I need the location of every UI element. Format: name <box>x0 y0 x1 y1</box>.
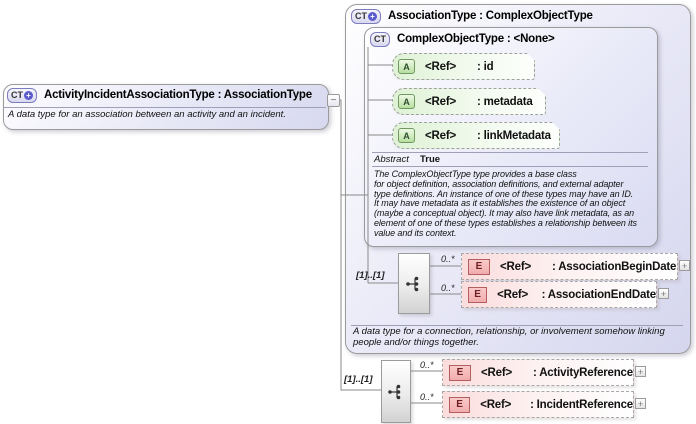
complex-object-type-title: ComplexObjectType : <None> <box>397 33 555 45</box>
complex-object-type-description: The ComplexObjectType type provides a ba… <box>374 169 637 238</box>
attribute-name: : metadata <box>477 95 533 108</box>
expand-button[interactable]: + <box>658 288 669 299</box>
association-type-title: AssociationType : ComplexObjectType <box>388 10 593 22</box>
element-association-begin-date[interactable]: E <Ref> : AssociationBeginDate <box>461 253 678 280</box>
association-type-divider <box>351 325 683 326</box>
attribute-name: : id <box>477 60 494 73</box>
occurs-label: 0..* <box>441 254 455 264</box>
element-activity-reference[interactable]: E <Ref> : ActivityReference <box>442 359 634 386</box>
element-ref-label: <Ref> <box>497 288 529 301</box>
element-association-end-date[interactable]: E <Ref> : AssociationEndDate <box>461 281 657 308</box>
sequence-icon <box>388 384 401 399</box>
attribute-icon: A <box>398 94 415 109</box>
element-ref-label: <Ref> <box>500 260 531 273</box>
left-box-divider <box>4 107 326 108</box>
attribute-id[interactable]: A <Ref> : id <box>392 53 535 80</box>
abstract-value: True <box>420 154 441 165</box>
sequence-icon <box>406 276 419 291</box>
complex-type-icon: CT <box>370 31 390 47</box>
element-name: : IncidentReference <box>530 398 633 411</box>
collapse-toggle[interactable]: − <box>327 94 340 107</box>
attribute-name: : linkMetadata <box>477 129 551 142</box>
element-name: : AssociationBeginDate <box>552 260 677 273</box>
attribute-ref-label: <Ref> <box>425 95 456 108</box>
abstract-label: Abstract <box>374 154 409 165</box>
element-icon: E <box>468 258 490 275</box>
derived-plus-icon: + <box>24 90 33 100</box>
complex-type-icon: CT+ <box>7 87 37 103</box>
left-box-description: A data type for an association between a… <box>8 109 286 120</box>
badge-text: CT <box>11 90 23 100</box>
complex-type-icon: CT+ <box>351 8 381 24</box>
attribute-link-metadata[interactable]: A <Ref> : linkMetadata <box>392 122 560 149</box>
abstract-divider-top <box>372 152 648 153</box>
association-type-title-row: CT+ AssociationType : ComplexObjectType <box>351 8 593 24</box>
element-icon: E <box>449 364 471 381</box>
occurs-label: 0..* <box>420 360 434 370</box>
expand-button[interactable]: + <box>635 398 646 409</box>
element-ref-label: <Ref> <box>481 366 512 379</box>
cardinality-label: [1]..[1] <box>356 270 385 281</box>
derived-plus-icon: + <box>368 11 377 21</box>
element-name: : ActivityReference <box>533 366 633 379</box>
attribute-metadata[interactable]: A <Ref> : metadata <box>392 88 546 115</box>
attribute-ref-label: <Ref> <box>425 60 456 73</box>
sequence-compositor[interactable] <box>381 360 411 423</box>
element-ref-label: <Ref> <box>480 398 512 411</box>
cardinality-label: [1]..[1] <box>344 374 373 385</box>
attribute-ref-label: <Ref> <box>425 129 456 142</box>
expand-button[interactable]: + <box>679 260 690 271</box>
sequence-compositor[interactable] <box>398 253 430 314</box>
element-icon: E <box>449 396 471 413</box>
abstract-divider-bottom <box>372 166 648 167</box>
badge-text: CT <box>374 34 386 44</box>
element-name: : AssociationEndDate <box>541 288 657 301</box>
attribute-icon: A <box>398 128 415 143</box>
left-box-title-row: CT+ ActivityIncidentAssociationType : As… <box>7 87 312 103</box>
left-box-title: ActivityIncidentAssociationType : Associ… <box>44 89 312 101</box>
attribute-icon: A <box>398 59 415 74</box>
complex-object-type-title-row: CT ComplexObjectType : <None> <box>370 31 555 47</box>
badge-text: CT <box>355 11 367 21</box>
association-type-description: A data type for a connection, relationsh… <box>353 326 665 348</box>
occurs-label: 0..* <box>441 283 455 293</box>
occurs-label: 0..* <box>420 392 434 402</box>
element-incident-reference[interactable]: E <Ref> : IncidentReference <box>442 391 634 418</box>
expand-button[interactable]: + <box>635 366 646 377</box>
element-icon: E <box>468 286 488 303</box>
